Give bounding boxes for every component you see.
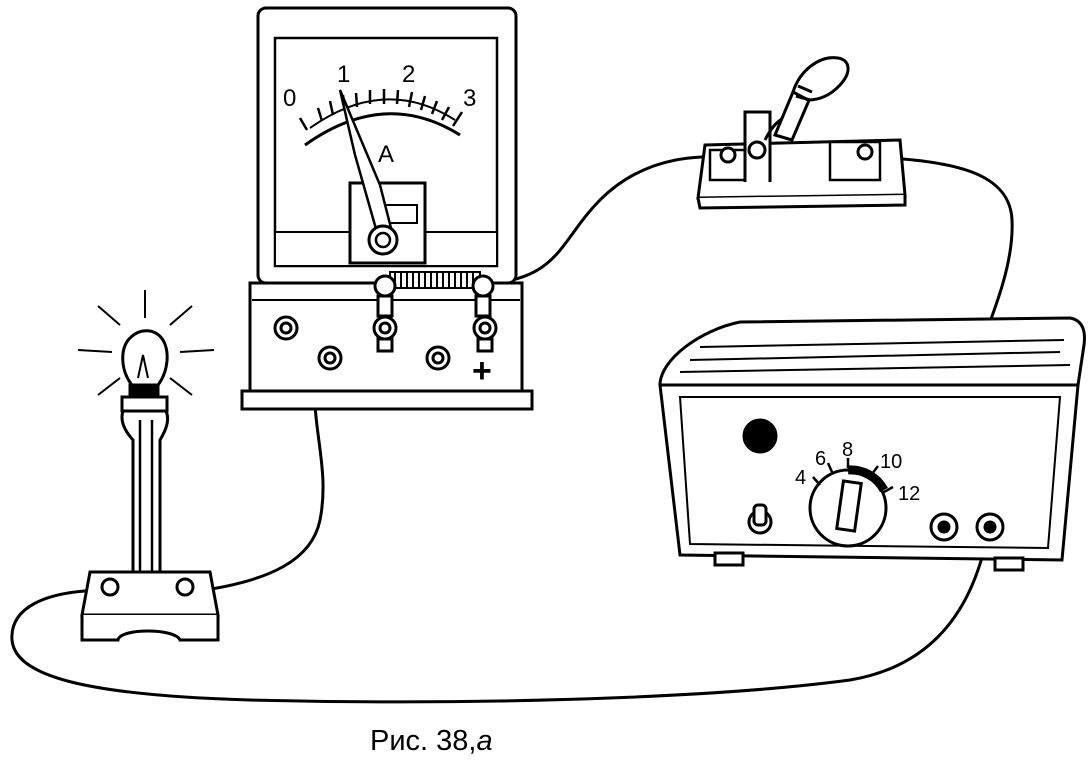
light-rays	[77, 290, 215, 396]
ammeter-unit-label: A	[378, 141, 394, 168]
ammeter-scale-ticks	[298, 89, 464, 131]
lamp-terminal-left[interactable]	[100, 577, 120, 597]
power-indicator-lamp	[742, 418, 778, 454]
wire-lamp-to-power-supply	[10, 530, 990, 704]
switch-terminal-right[interactable]	[856, 143, 874, 161]
ammeter-scale-labels: 0 1 2 3	[283, 61, 476, 112]
power-supply-top	[658, 316, 1086, 387]
lamp-stand	[77, 290, 220, 642]
dial-label: 10	[880, 451, 902, 473]
ammeter	[240, 6, 534, 411]
switch-terminal-left[interactable]	[719, 146, 737, 164]
ammeter-terminal-minus[interactable]	[373, 274, 397, 298]
dial-label: 4	[795, 467, 806, 489]
lamp-stand-base	[80, 570, 220, 617]
figure-caption: Рис. 38,a	[370, 725, 493, 758]
ammeter-terminal-plus[interactable]	[471, 274, 495, 298]
lamp-bulb	[121, 329, 169, 387]
dial-label: 12	[898, 483, 920, 505]
caption-letter: a	[476, 725, 493, 757]
ammeter-scale-arc	[304, 112, 461, 147]
power-supply	[658, 316, 1086, 572]
ammeter-scale-label: 3	[463, 85, 476, 112]
lamp-terminal-right[interactable]	[175, 577, 195, 597]
voltage-dial-knob[interactable]	[835, 479, 863, 533]
knife-switch[interactable]	[696, 56, 907, 210]
dial-label: 8	[842, 439, 853, 461]
ammeter-scale-label: 0	[283, 85, 296, 112]
ammeter-scale-label: 1	[337, 61, 350, 88]
dial-label: 6	[815, 448, 826, 470]
switch-handle[interactable]	[791, 56, 850, 102]
ammeter-scale-label: 2	[402, 61, 415, 88]
wire-ammeter-to-switch	[481, 155, 720, 286]
voltage-dial-labels: 4 6 8 10 12	[795, 439, 920, 505]
caption-text: Рис. 38,	[370, 725, 477, 757]
ammeter-plus-sign: +	[472, 352, 492, 390]
